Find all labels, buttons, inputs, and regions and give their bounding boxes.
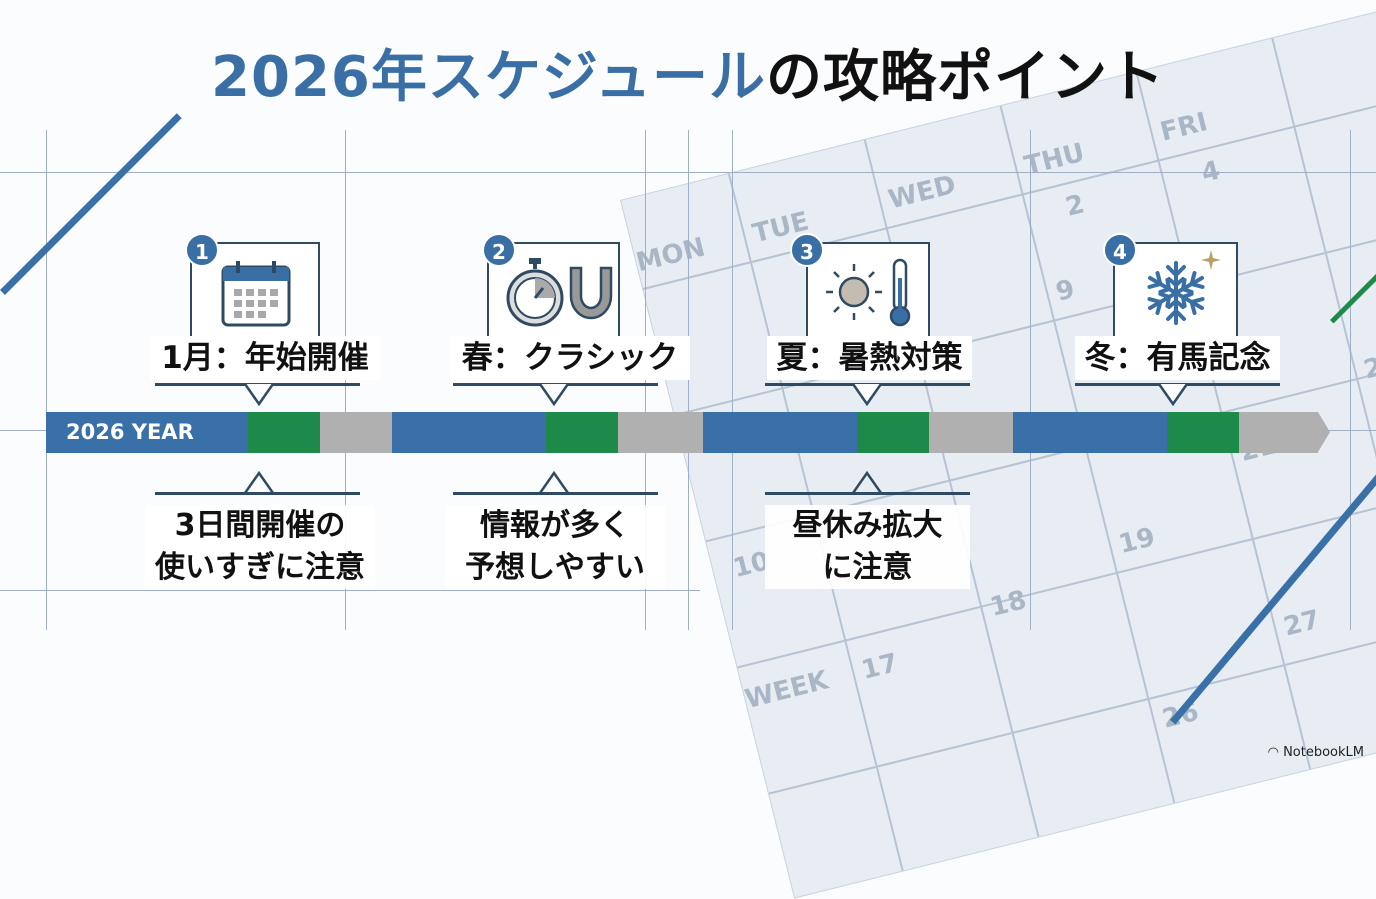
point-2-number-badge: 2 <box>482 233 516 267</box>
cal-num: 9 <box>1052 274 1078 308</box>
stopwatch-horseshoe-icon <box>506 258 613 327</box>
point-4-label: 冬：有馬記念 <box>1075 336 1280 380</box>
callout-line <box>453 492 658 495</box>
point-3-label: 夏：暑熱対策 <box>767 336 972 380</box>
snowflake-icon <box>1144 261 1208 325</box>
sun-thermometer-icon <box>826 258 911 327</box>
cal-num: 19 <box>1115 522 1159 560</box>
point-4-number-badge: 4 <box>1103 233 1137 267</box>
timeline-label: 2026 YEAR <box>46 412 248 453</box>
callout-notch <box>852 383 882 406</box>
callout-line <box>765 492 970 495</box>
cal-num: 18 <box>987 585 1030 623</box>
sparkle-icon <box>1201 250 1221 270</box>
cal-week: WEEK <box>742 665 832 715</box>
callout-notch <box>539 471 569 494</box>
calendar-icon <box>221 261 291 327</box>
point-3-number-badge: 3 <box>790 233 824 267</box>
page-title: 2026年スケジュールの攻略ポイント <box>211 45 1165 110</box>
cal-day: THU <box>1021 137 1088 182</box>
decor-stripe <box>0 113 182 295</box>
point-2-icon-box <box>487 242 620 337</box>
callout-notch <box>539 383 569 406</box>
point-2-description: 情報が多く予想しやすい <box>445 505 665 589</box>
callout-line <box>155 492 360 495</box>
cal-num: 2 <box>1062 189 1088 223</box>
callout-notch <box>244 471 274 494</box>
cal-num: 27 <box>1280 604 1324 643</box>
point-1-description: 3日間開催の使いすぎに注意 <box>145 505 375 589</box>
cal-day: WED <box>885 169 959 216</box>
point-3-description: 昼休み拡大に注意 <box>765 505 970 589</box>
cal-day: FRI <box>1157 107 1211 148</box>
callout-notch <box>1158 383 1188 406</box>
notebooklm-brand: ◠ NotebookLM <box>1267 745 1364 760</box>
callout-notch <box>852 471 882 494</box>
callout-notch <box>244 383 274 406</box>
point-3-icon-box <box>806 242 930 337</box>
point-1-number-badge: 1 <box>185 233 219 267</box>
point-1-label: 1月：年始開催 <box>150 336 380 380</box>
point-2-label: 春：クラシック <box>450 336 690 380</box>
cal-num: 22 <box>1360 347 1376 386</box>
cal-num: 17 <box>858 648 901 686</box>
